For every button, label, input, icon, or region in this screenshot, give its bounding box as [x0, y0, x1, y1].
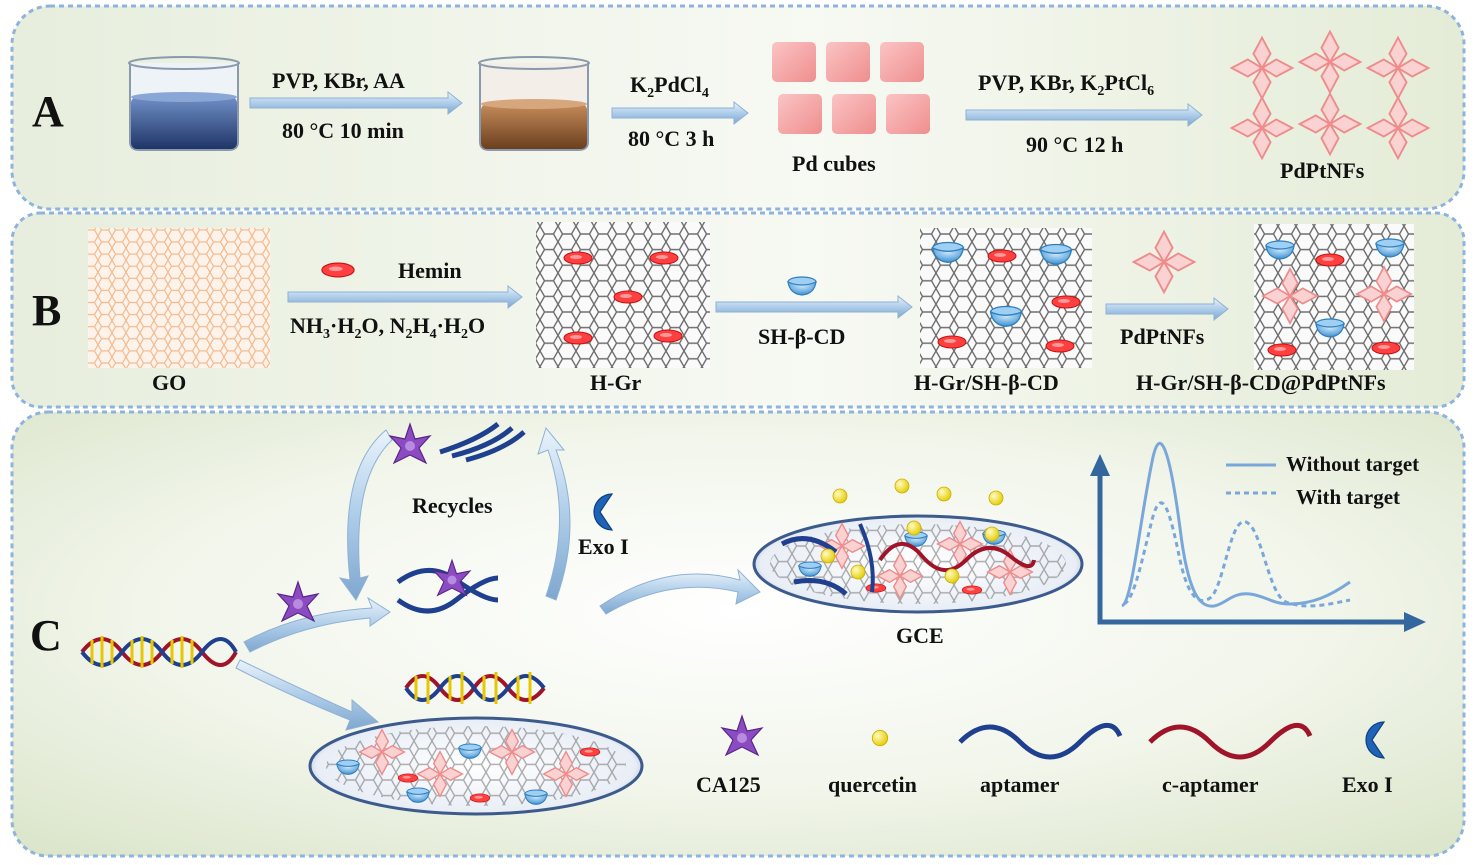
hgr-shcd-sheet	[920, 228, 1092, 368]
reduction-reagents: NH3·H2O, N2H4·H2O	[290, 313, 485, 342]
arrow-b2	[715, 294, 913, 320]
arrow-b1	[287, 284, 523, 310]
signal-plot	[1090, 441, 1426, 632]
hemin-icon	[321, 262, 355, 278]
duplex-dna-icon	[80, 636, 238, 668]
hgr-sheet	[536, 222, 710, 368]
panel-b-letter: B	[32, 286, 61, 335]
recycles-label: Recycles	[412, 493, 493, 518]
pd-cubes-label: Pd cubes	[792, 151, 876, 176]
hgr-label: H-Gr	[590, 370, 642, 395]
key-quercetin-label: quercetin	[828, 772, 917, 797]
key-c-aptamer-label: c-aptamer	[1162, 772, 1259, 797]
curve-without-target	[1120, 441, 1351, 608]
aptamer-fragment-icon	[439, 422, 526, 463]
key-c-aptamer-icon	[1148, 723, 1313, 760]
curve-with-target	[1123, 501, 1351, 608]
shcd-label: SH-β-CD	[758, 324, 845, 349]
hemin-label: Hemin	[398, 258, 462, 283]
beaker-brown-icon	[478, 56, 590, 151]
step1-reagents: PVP, KBr, AA	[272, 68, 405, 93]
legend-without-target: Without target	[1286, 452, 1419, 476]
exo-i-label: Exo I	[578, 534, 629, 559]
duplex-dna-icon-2	[404, 672, 546, 704]
exo-i-icon	[593, 493, 614, 531]
key-aptamer-label: aptamer	[980, 772, 1060, 797]
arrow-b3	[1105, 296, 1229, 322]
arrow-a1	[249, 90, 463, 116]
arrow-a3	[965, 102, 1203, 128]
pdptnfs-reagent-label: PdPtNFs	[1120, 324, 1205, 349]
step2-conditions: 80 °C 3 h	[628, 126, 714, 151]
key-exo-i-label: Exo I	[1342, 772, 1393, 797]
key-quercetin-icon	[871, 729, 889, 747]
step3-conditions: 90 °C 12 h	[1026, 132, 1123, 157]
final-composite-sheet	[1254, 224, 1414, 370]
key-aptamer-icon	[958, 723, 1123, 760]
arrow-a2	[611, 100, 749, 126]
gce-label: GCE	[896, 623, 944, 648]
step3-reagents: PVP, KBr, K2PtCl6	[978, 70, 1154, 99]
hgr-shcd-label: H-Gr/SH-β-CD	[914, 370, 1059, 395]
aptamer-ca125-complex-icon	[396, 559, 499, 614]
key-ca125-label: CA125	[696, 772, 761, 797]
pdpt-nanoflowers-icon	[1230, 30, 1430, 160]
go-label: GO	[152, 370, 186, 395]
step2-reagent: K2PdCl4	[630, 72, 709, 101]
electrode-before-icon	[308, 716, 644, 816]
pd-cubes-icon	[772, 42, 930, 134]
key-exo-i-icon	[1365, 721, 1386, 759]
step1-conditions: 80 °C 10 min	[282, 118, 404, 143]
final-composite-label: H-Gr/SH-β-CD@PdPtNFs	[1136, 370, 1386, 395]
electrode-gce-icon	[752, 478, 1084, 614]
beaker-blue-icon	[128, 56, 240, 151]
panel-c-letter: C	[30, 611, 62, 660]
panel-a-letter: A	[32, 87, 64, 136]
pdptnfs-label: PdPtNFs	[1280, 158, 1365, 183]
legend-with-target: With target	[1296, 485, 1400, 509]
reaction-arrows	[235, 426, 761, 731]
